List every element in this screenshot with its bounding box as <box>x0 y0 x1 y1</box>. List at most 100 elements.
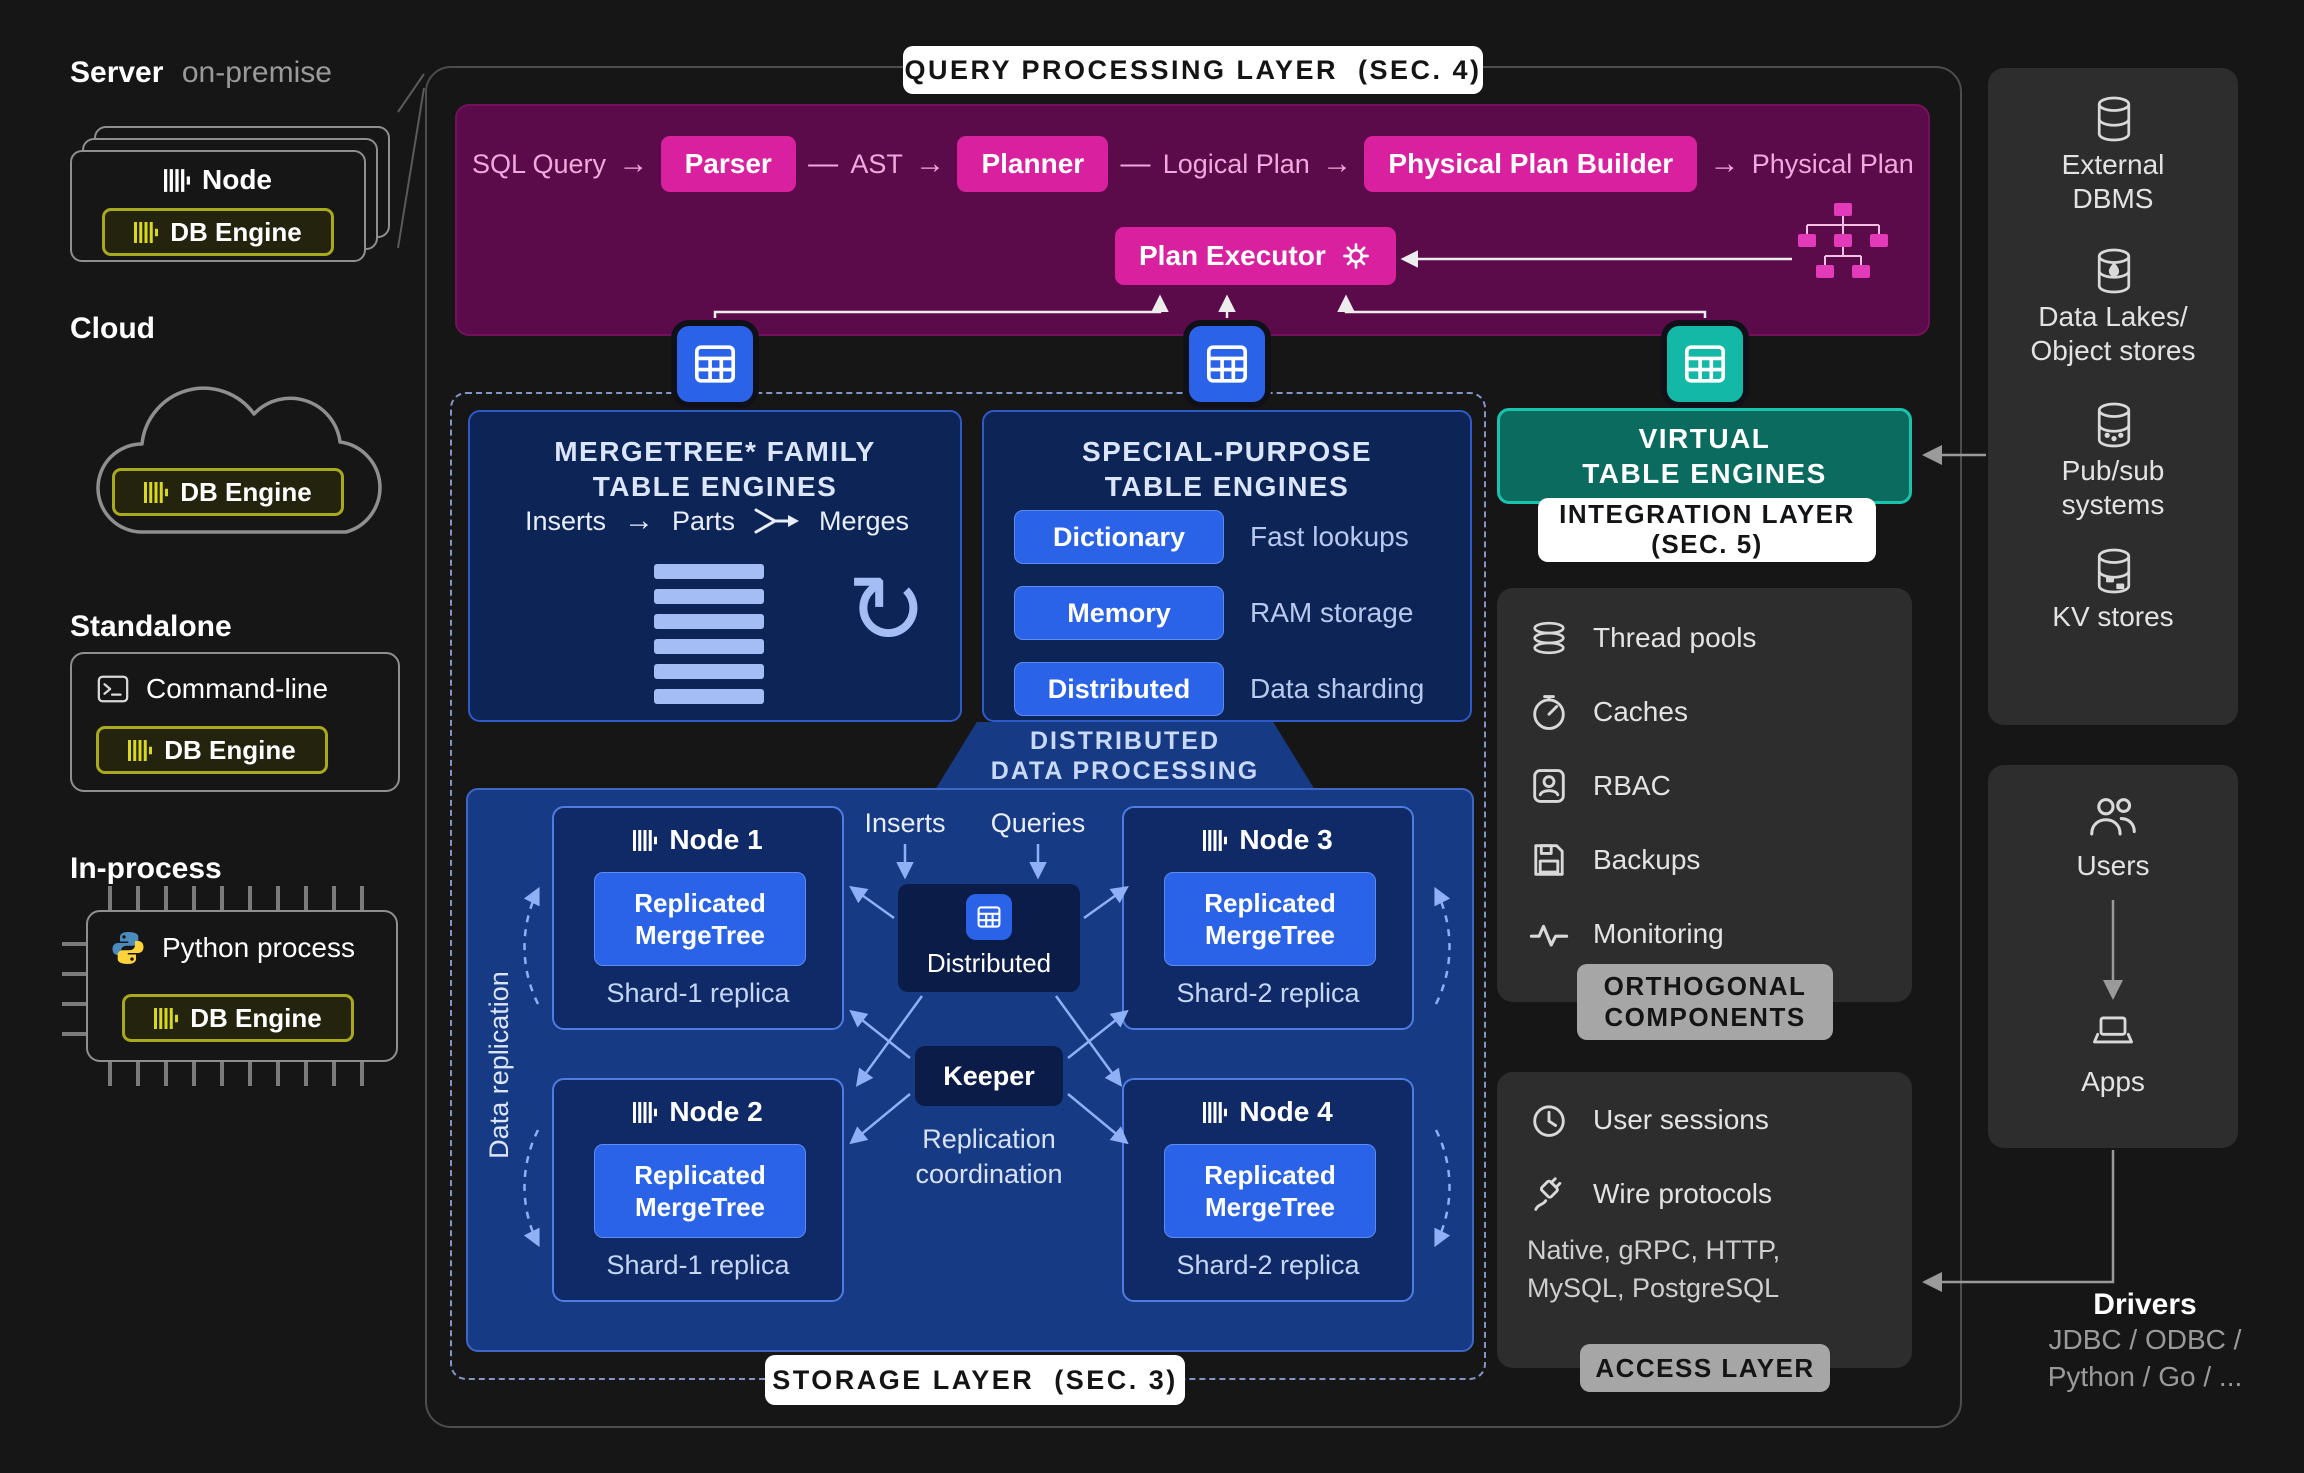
node-3-engine-button: Replicated MergeTree <box>1164 872 1376 966</box>
python-icon <box>110 930 146 966</box>
rbac-item: RBAC <box>1527 764 1671 808</box>
special-table-icon <box>1183 320 1271 408</box>
node-4-shard-label: Shard-2 replica <box>1176 1250 1360 1280</box>
clients-box: Users Apps <box>1988 765 2238 1148</box>
merge-cycle-icon: ↻ <box>846 557 928 664</box>
parts-bar <box>654 564 764 579</box>
inprocess-chip: Python process DB Engine <box>86 910 398 1062</box>
clickhouse-bars-icon <box>633 1102 657 1123</box>
table-grid-icon <box>687 336 743 392</box>
standalone-title: Standalone <box>70 610 232 643</box>
thread-pools-item: Thread pools <box>1527 616 1756 660</box>
mergetree-table-icon <box>671 320 759 408</box>
apps-icon <box>2089 1009 2137 1053</box>
access-layer-pill: ACCESS LAYER <box>1580 1344 1830 1392</box>
physical-plan-tree-icon <box>1795 203 1891 287</box>
server-title: Server <box>70 56 164 89</box>
cloud-title: Cloud <box>70 312 155 345</box>
data-lakes-label: Data Lakes/ Object stores <box>2030 301 2196 366</box>
memory-engine-button: Memory <box>1014 586 1224 640</box>
arrow-right-icon: → <box>1322 147 1353 180</box>
table-grid-icon <box>1199 336 1255 392</box>
python-process-label: Python process <box>162 932 355 963</box>
terminal-icon <box>96 672 130 706</box>
users-label: Users <box>2076 850 2150 881</box>
node-1-shard-label: Shard-1 replica <box>606 978 790 1008</box>
parts-bar <box>654 614 764 629</box>
dash-connector: — <box>808 147 839 180</box>
table-grid-icon <box>973 901 1005 933</box>
users-icon <box>2087 791 2139 839</box>
kv-stores-icon <box>2091 546 2137 596</box>
physical-plan-builder-node: Physical Plan Builder <box>1364 136 1698 192</box>
gear-icon <box>1340 240 1372 272</box>
wire-protocols-icon <box>1527 1172 1571 1216</box>
clickhouse-bars-icon <box>1203 1102 1227 1123</box>
external-dbms-label: External DBMS <box>2061 149 2165 214</box>
clickhouse-bars-icon <box>128 740 152 761</box>
dictionary-engine-button: Dictionary <box>1014 510 1224 564</box>
external-dbms-icon <box>2091 94 2137 144</box>
command-line-row: Command-line <box>96 672 328 706</box>
node-2-shard-label: Shard-1 replica <box>606 1250 790 1280</box>
orthogonal-components-box: Thread pools Caches RBAC Backups Monitor… <box>1497 588 1912 1002</box>
pubsub-icon <box>2091 400 2137 450</box>
query-flow-row: SQL Query → Parser — AST → Planner — Log… <box>472 134 1914 194</box>
node-card-3: Node 3 Replicated MergeTree Shard-2 repl… <box>1122 806 1414 1030</box>
distributed-data-processing-label: DISTRIBUTED DATA PROCESSING <box>990 726 1260 786</box>
access-layer-box: User sessions Wire protocols Native, gRP… <box>1497 1072 1912 1368</box>
merge-arrow-icon <box>754 508 800 534</box>
parser-node: Parser <box>660 136 796 192</box>
parts-stack <box>654 564 764 714</box>
node-2-engine-button: Replicated MergeTree <box>594 1144 806 1238</box>
query-processing-layer-pill: QUERY PROCESSING LAYER (SEC. 4) <box>903 46 1483 94</box>
dash-connector: — <box>1120 147 1151 180</box>
clickhouse-bars-icon <box>633 830 657 851</box>
inprocess-title: In-process <box>70 852 222 885</box>
pubsub-label: Pub/sub systems <box>2061 455 2165 520</box>
integration-layer-pill: INTEGRATION LAYER (SEC. 5) <box>1538 498 1876 562</box>
deployment-server-heading: Server on-premise <box>70 56 332 90</box>
table-grid-icon <box>1677 336 1733 392</box>
arrow-right-icon: → <box>623 504 654 537</box>
caches-item: Caches <box>1527 690 1688 734</box>
kv-stores-label: KV stores <box>2052 601 2174 632</box>
node-card-1: Node 1 Replicated MergeTree Shard-1 repl… <box>552 806 844 1030</box>
node-4-engine-button: Replicated MergeTree <box>1164 1144 1376 1238</box>
integration-targets-box: External DBMS Data Lakes/ Object stores … <box>1988 68 2238 725</box>
drivers-block: Drivers JDBC / ODBC / Python / Go / ... <box>2000 1288 2290 1396</box>
plan-executor-label: Plan Executor <box>1139 240 1326 271</box>
db-engine-label: DB Engine <box>180 476 312 507</box>
arrow-right-icon: → <box>618 147 649 180</box>
virtual-title: VIRTUAL TABLE ENGINES <box>1582 423 1827 489</box>
orthogonal-components-pill: ORTHOGONAL COMPONENTS <box>1577 964 1833 1040</box>
drivers-line-1: JDBC / ODBC / <box>2048 1324 2242 1355</box>
storage-layer-pill: STORAGE LAYER (SEC. 3) <box>765 1355 1185 1405</box>
standalone-box: Command-line DB Engine <box>70 652 400 792</box>
node-stack-card-front: Node DB Engine <box>70 150 366 262</box>
drivers-title: Drivers <box>2093 1288 2197 1321</box>
mergetree-family-box: MERGETREE* FAMILY TABLE ENGINES Inserts … <box>468 410 962 722</box>
parts-label: Parts <box>671 505 736 536</box>
replication-coordination-label: Replication coordination <box>915 1124 1063 1190</box>
distributed-engine-button: Distributed <box>1014 662 1224 716</box>
user-sessions-icon <box>1527 1098 1571 1142</box>
storage-inserts-label: Inserts <box>864 808 946 838</box>
clickhouse-bars-icon <box>144 482 168 503</box>
distributed-table-icon <box>966 894 1012 940</box>
virtual-table-engines-box: VIRTUAL TABLE ENGINES <box>1497 408 1912 504</box>
data-lakes-icon <box>2091 246 2137 296</box>
drivers-line-2: Python / Go / ... <box>2047 1360 2243 1392</box>
python-row: Python process <box>110 930 355 966</box>
distributed-desc: Data sharding <box>1250 673 1425 704</box>
dictionary-desc: Fast lookups <box>1250 521 1409 552</box>
planner-node: Planner <box>957 136 1109 192</box>
db-engine-label: DB Engine <box>170 216 302 247</box>
keeper-box: Keeper <box>915 1046 1063 1106</box>
distributed-mini-label: Distributed <box>926 948 1052 978</box>
memory-desc: RAM storage <box>1250 597 1414 628</box>
clickhouse-bars-icon <box>164 169 190 192</box>
ast-label: AST <box>850 148 903 179</box>
chip-pins-left <box>62 938 86 1036</box>
special-purpose-title: SPECIAL-PURPOSE TABLE ENGINES <box>1081 436 1373 502</box>
